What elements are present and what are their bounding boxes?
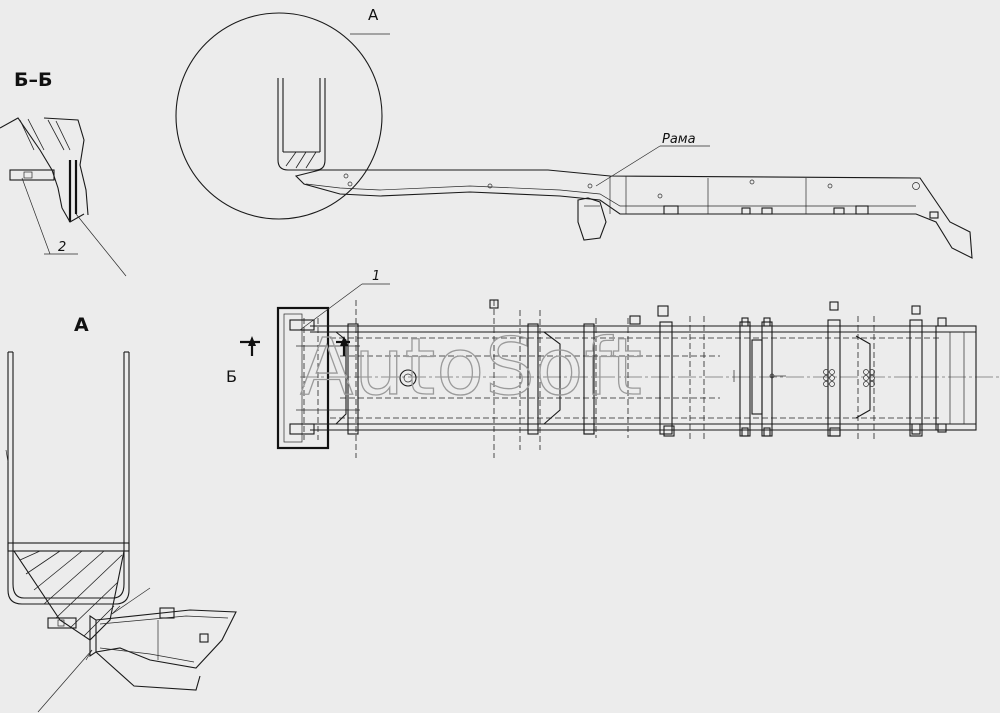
side-view-frame: Рама	[294, 132, 973, 259]
section-bb-view: Б–Б 2	[0, 69, 127, 277]
callout-2: 2	[58, 240, 66, 255]
plan-view-frame: 1 Б	[226, 269, 1000, 458]
callout-1: 1	[372, 269, 380, 284]
view-a-detail: А	[5, 314, 237, 713]
callout-a: А	[368, 6, 379, 24]
view-a-title: А	[74, 314, 89, 336]
cut-mark-b: Б	[226, 367, 237, 386]
frame-label: Рама	[662, 132, 696, 147]
watermark: AutoSoft	[300, 323, 643, 413]
section-bb-title: Б–Б	[14, 69, 52, 91]
detail-circle-a: А	[175, 6, 390, 220]
